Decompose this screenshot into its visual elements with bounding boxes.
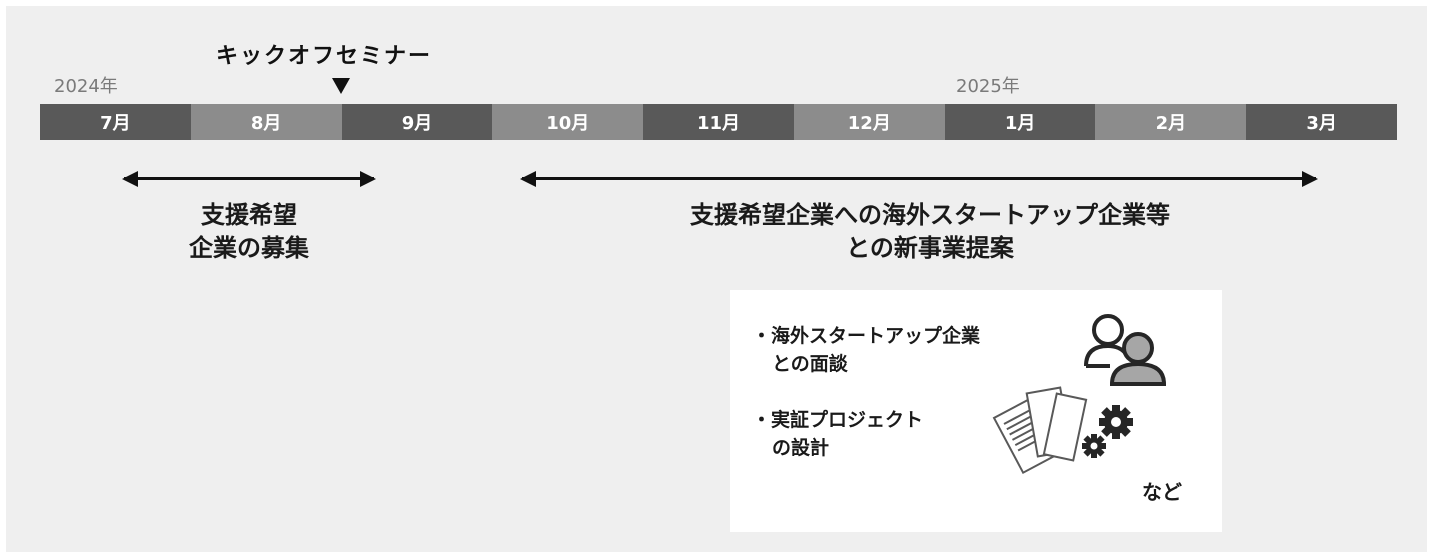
month-cell: 7月 xyxy=(40,104,191,140)
recruitment-period-arrow xyxy=(122,169,376,189)
documents-gears-icon xyxy=(992,386,1133,475)
month-cell: 8月 xyxy=(190,104,342,140)
arrow-left-head-icon xyxy=(520,171,536,187)
detail-item-meetings: ・海外スタートアップ企業 との面談 xyxy=(752,322,980,378)
detail-line: の設計 xyxy=(772,437,830,459)
month-cell: 10月 xyxy=(492,104,644,140)
phase-line: との新事業提案 xyxy=(846,234,1014,262)
month-cell: 11月 xyxy=(643,104,794,140)
arrow-right-head-icon xyxy=(1302,171,1318,187)
phase-line: 支援希望企業への海外スタートアップ企業等 xyxy=(690,201,1170,229)
kickoff-marker-icon xyxy=(332,78,350,94)
detail-line: ・海外スタートアップ企業 xyxy=(752,325,981,347)
month-cell: 1月 xyxy=(944,104,1096,140)
detail-item-project-design: ・実証プロジェクト の設計 xyxy=(752,406,923,462)
detail-line: との面談 xyxy=(772,353,848,375)
year-label-2024: 2024年 xyxy=(54,76,118,97)
people-icon xyxy=(1084,314,1167,386)
detail-line: ・実証プロジェクト xyxy=(752,409,924,431)
recruitment-phase-text: 支援希望 企業の募集 xyxy=(124,199,374,265)
etc-label: など xyxy=(1142,480,1182,504)
arrow-left-head-icon xyxy=(122,171,138,187)
month-cell: 2月 xyxy=(1095,104,1247,140)
proposal-phase-text: 支援希望企業への海外スタートアップ企業等 との新事業提案 xyxy=(600,199,1260,265)
month-timeline: 7月 8月 9月 10月 11月 12月 1月 2月 3月 xyxy=(40,104,1398,140)
phase-line: 支援希望 xyxy=(201,201,297,229)
kickoff-label: キックオフセミナー xyxy=(216,44,433,69)
arrow-right-head-icon xyxy=(360,171,376,187)
month-cell: 12月 xyxy=(793,104,945,140)
phase-line: 企業の募集 xyxy=(189,234,309,262)
month-cell: 9月 xyxy=(341,104,493,140)
year-label-2025: 2025年 xyxy=(956,76,1020,97)
proposal-period-arrow xyxy=(520,169,1318,189)
arrow-line xyxy=(522,177,1316,180)
arrow-line xyxy=(124,177,374,180)
details-card: ・海外スタートアップ企業 との面談 ・実証プロジェクト の設計 xyxy=(730,290,1222,532)
month-cell: 3月 xyxy=(1246,104,1398,140)
